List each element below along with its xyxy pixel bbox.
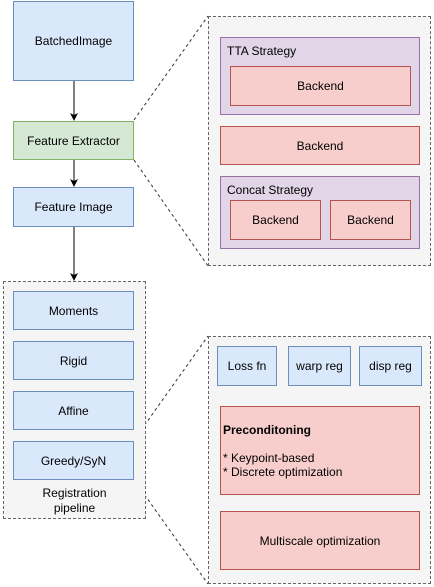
feature-image-node: Feature Image	[13, 187, 134, 227]
zoom-line-extractor-top	[133, 15, 209, 121]
tta-backend-node: Backend	[230, 66, 411, 106]
preconditioning-item-keypoint: * Keypoint-based	[223, 451, 315, 465]
registration-step-moments: Moments	[13, 291, 134, 330]
concat-backend-node-2: Backend	[330, 200, 411, 240]
disp-reg-node: disp reg	[359, 346, 422, 386]
batched-image-node: BatchedImage	[13, 1, 134, 81]
concat-backend-label: Backend	[347, 213, 394, 227]
registration-step-affine: Affine	[13, 391, 134, 430]
feature-extractor-node: Feature Extractor	[13, 121, 134, 160]
registration-step-label: Greedy/SyN	[40, 453, 107, 468]
registration-caption-line2: pipeline	[53, 501, 96, 515]
feature-image-label: Feature Image	[34, 200, 113, 214]
registration-step-label: Affine	[58, 403, 89, 418]
single-backend-node: Backend	[220, 126, 420, 165]
warp-reg-label: warp reg	[296, 359, 343, 373]
registration-step-rigid: Rigid	[13, 341, 134, 380]
disp-reg-label: disp reg	[369, 359, 412, 373]
single-backend-label: Backend	[296, 138, 344, 153]
multiscale-optimization-node: Multiscale optimization	[220, 511, 420, 570]
loss-fn-label: Loss fn	[227, 359, 267, 373]
warp-reg-node: warp reg	[288, 346, 351, 386]
multiscale-optimization-label: Multiscale optimization	[259, 533, 381, 548]
batched-image-label: BatchedImage	[34, 34, 113, 48]
registration-step-greedy-syn: Greedy/SyN	[13, 441, 134, 480]
registration-caption-line1: Registration	[42, 486, 107, 500]
preconditioning-title: Preconditoning	[223, 423, 311, 437]
tta-backend-label: Backend	[297, 79, 344, 93]
registration-step-label: Moments	[48, 303, 99, 318]
zoom-line-extractor-bottom	[133, 159, 209, 267]
concat-backend-node-1: Backend	[230, 200, 321, 240]
tta-strategy-label: TTA Strategy	[227, 44, 297, 58]
feature-extractor-label: Feature Extractor	[27, 133, 120, 148]
loss-fn-node: Loss fn	[217, 346, 277, 386]
preconditioning-node: Preconditoning * Keypoint-based * Discre…	[220, 406, 420, 495]
registration-step-label: Rigid	[59, 353, 88, 368]
concat-backend-label: Backend	[252, 213, 299, 227]
concat-strategy-label: Concat Strategy	[227, 183, 314, 197]
registration-pipeline-caption: Registration pipeline	[3, 486, 146, 516]
preconditioning-item-discrete: * Discrete optimization	[223, 465, 343, 479]
